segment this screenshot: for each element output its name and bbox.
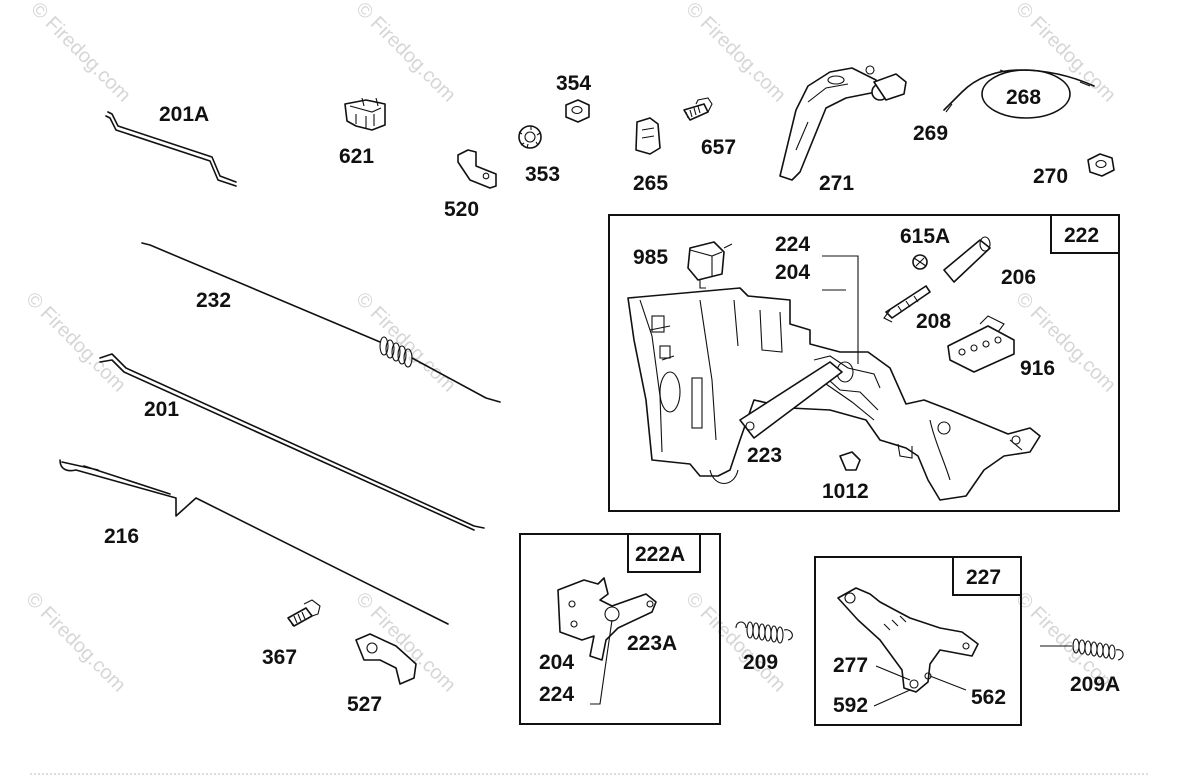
part-353-lockwasher <box>518 125 542 149</box>
part-615A-washer <box>912 254 928 270</box>
box-label-227: 227 <box>966 566 1001 589</box>
box-label-222: 222 <box>1064 224 1099 247</box>
callout-223: 223 <box>747 444 782 467</box>
callout-209: 209 <box>743 651 778 674</box>
box-227: 227 <box>814 556 1022 726</box>
part-201-rod <box>99 353 485 531</box>
callout-208: 208 <box>916 310 951 333</box>
part-216-rod <box>59 459 449 625</box>
callout-657: 657 <box>701 136 736 159</box>
part-209-spring <box>735 621 793 644</box>
part-209A-spring <box>1040 638 1124 661</box>
box-222: 222 <box>608 214 1120 512</box>
part-232-rod-with-spring <box>141 242 501 403</box>
part-367-screw <box>287 599 321 627</box>
callout-204: 204 <box>775 261 810 284</box>
part-527-clamp <box>355 633 417 685</box>
watermark: © Firedog.com <box>351 288 460 397</box>
callout-labels: 201A 621 520 353 354 265 657 271 269 268… <box>104 72 1120 717</box>
callout-354: 354 <box>556 72 591 95</box>
watermark: © Firedog.com <box>26 0 135 106</box>
callout-204-222A: 204 <box>539 651 574 674</box>
watermark: © Firedog.com <box>21 588 130 697</box>
callout-216: 216 <box>104 525 139 548</box>
callout-201: 201 <box>144 398 179 421</box>
callout-520: 520 <box>444 198 479 221</box>
watermark: © Firedog.com <box>351 0 460 106</box>
callout-271: 271 <box>819 172 854 195</box>
callout-223A: 223A <box>627 632 677 655</box>
callout-269: 269 <box>913 122 948 145</box>
watermark: © Firedog.com <box>21 288 130 397</box>
callout-232: 232 <box>196 289 231 312</box>
part-208-screw <box>883 285 931 323</box>
part-520-bracket <box>457 149 497 189</box>
part-985-switch <box>687 241 733 289</box>
leader-lines-222 <box>822 255 859 364</box>
callout-985: 985 <box>633 246 668 269</box>
part-222-bracket <box>627 287 1041 501</box>
part-621-clip <box>344 97 386 131</box>
callout-367: 367 <box>262 646 297 669</box>
part-657-screw <box>683 97 713 121</box>
part-227-lever <box>837 587 979 707</box>
part-223-link <box>739 361 843 439</box>
callout-224: 224 <box>775 233 810 256</box>
part-206-pin <box>943 236 991 283</box>
watermark: © Firedog.com <box>681 0 790 106</box>
callout-224-222A: 224 <box>539 683 574 706</box>
part-271-lever <box>779 65 907 181</box>
callout-268: 268 <box>1006 86 1041 109</box>
callout-562: 562 <box>971 686 1006 709</box>
callout-916: 916 <box>1020 357 1055 380</box>
part-265-clip <box>635 117 661 155</box>
part-222A-bracket <box>557 577 657 705</box>
box-222A: 222A <box>519 533 721 725</box>
box-label-222A: 222A <box>635 543 685 566</box>
callout-1012: 1012 <box>822 480 869 503</box>
part-1012-clip <box>839 451 861 471</box>
part-270-nut <box>1087 153 1115 177</box>
part-354-nut <box>565 99 590 123</box>
callout-527: 527 <box>347 693 382 716</box>
watermark: © Firedog.com <box>1011 288 1120 397</box>
callout-270: 270 <box>1033 165 1068 188</box>
callout-265: 265 <box>633 172 668 195</box>
callout-277: 277 <box>833 654 868 677</box>
callout-209A: 209A <box>1070 673 1120 696</box>
callout-201A: 201A <box>159 103 209 126</box>
part-916-clip <box>947 315 1015 373</box>
callout-615A: 615A <box>900 225 950 248</box>
callout-353: 353 <box>525 163 560 186</box>
callout-621: 621 <box>339 145 374 168</box>
callout-206: 206 <box>1001 266 1036 289</box>
callout-592: 592 <box>833 694 868 717</box>
part-201A-link <box>105 111 237 187</box>
part-268-269-cable <box>943 69 1095 119</box>
